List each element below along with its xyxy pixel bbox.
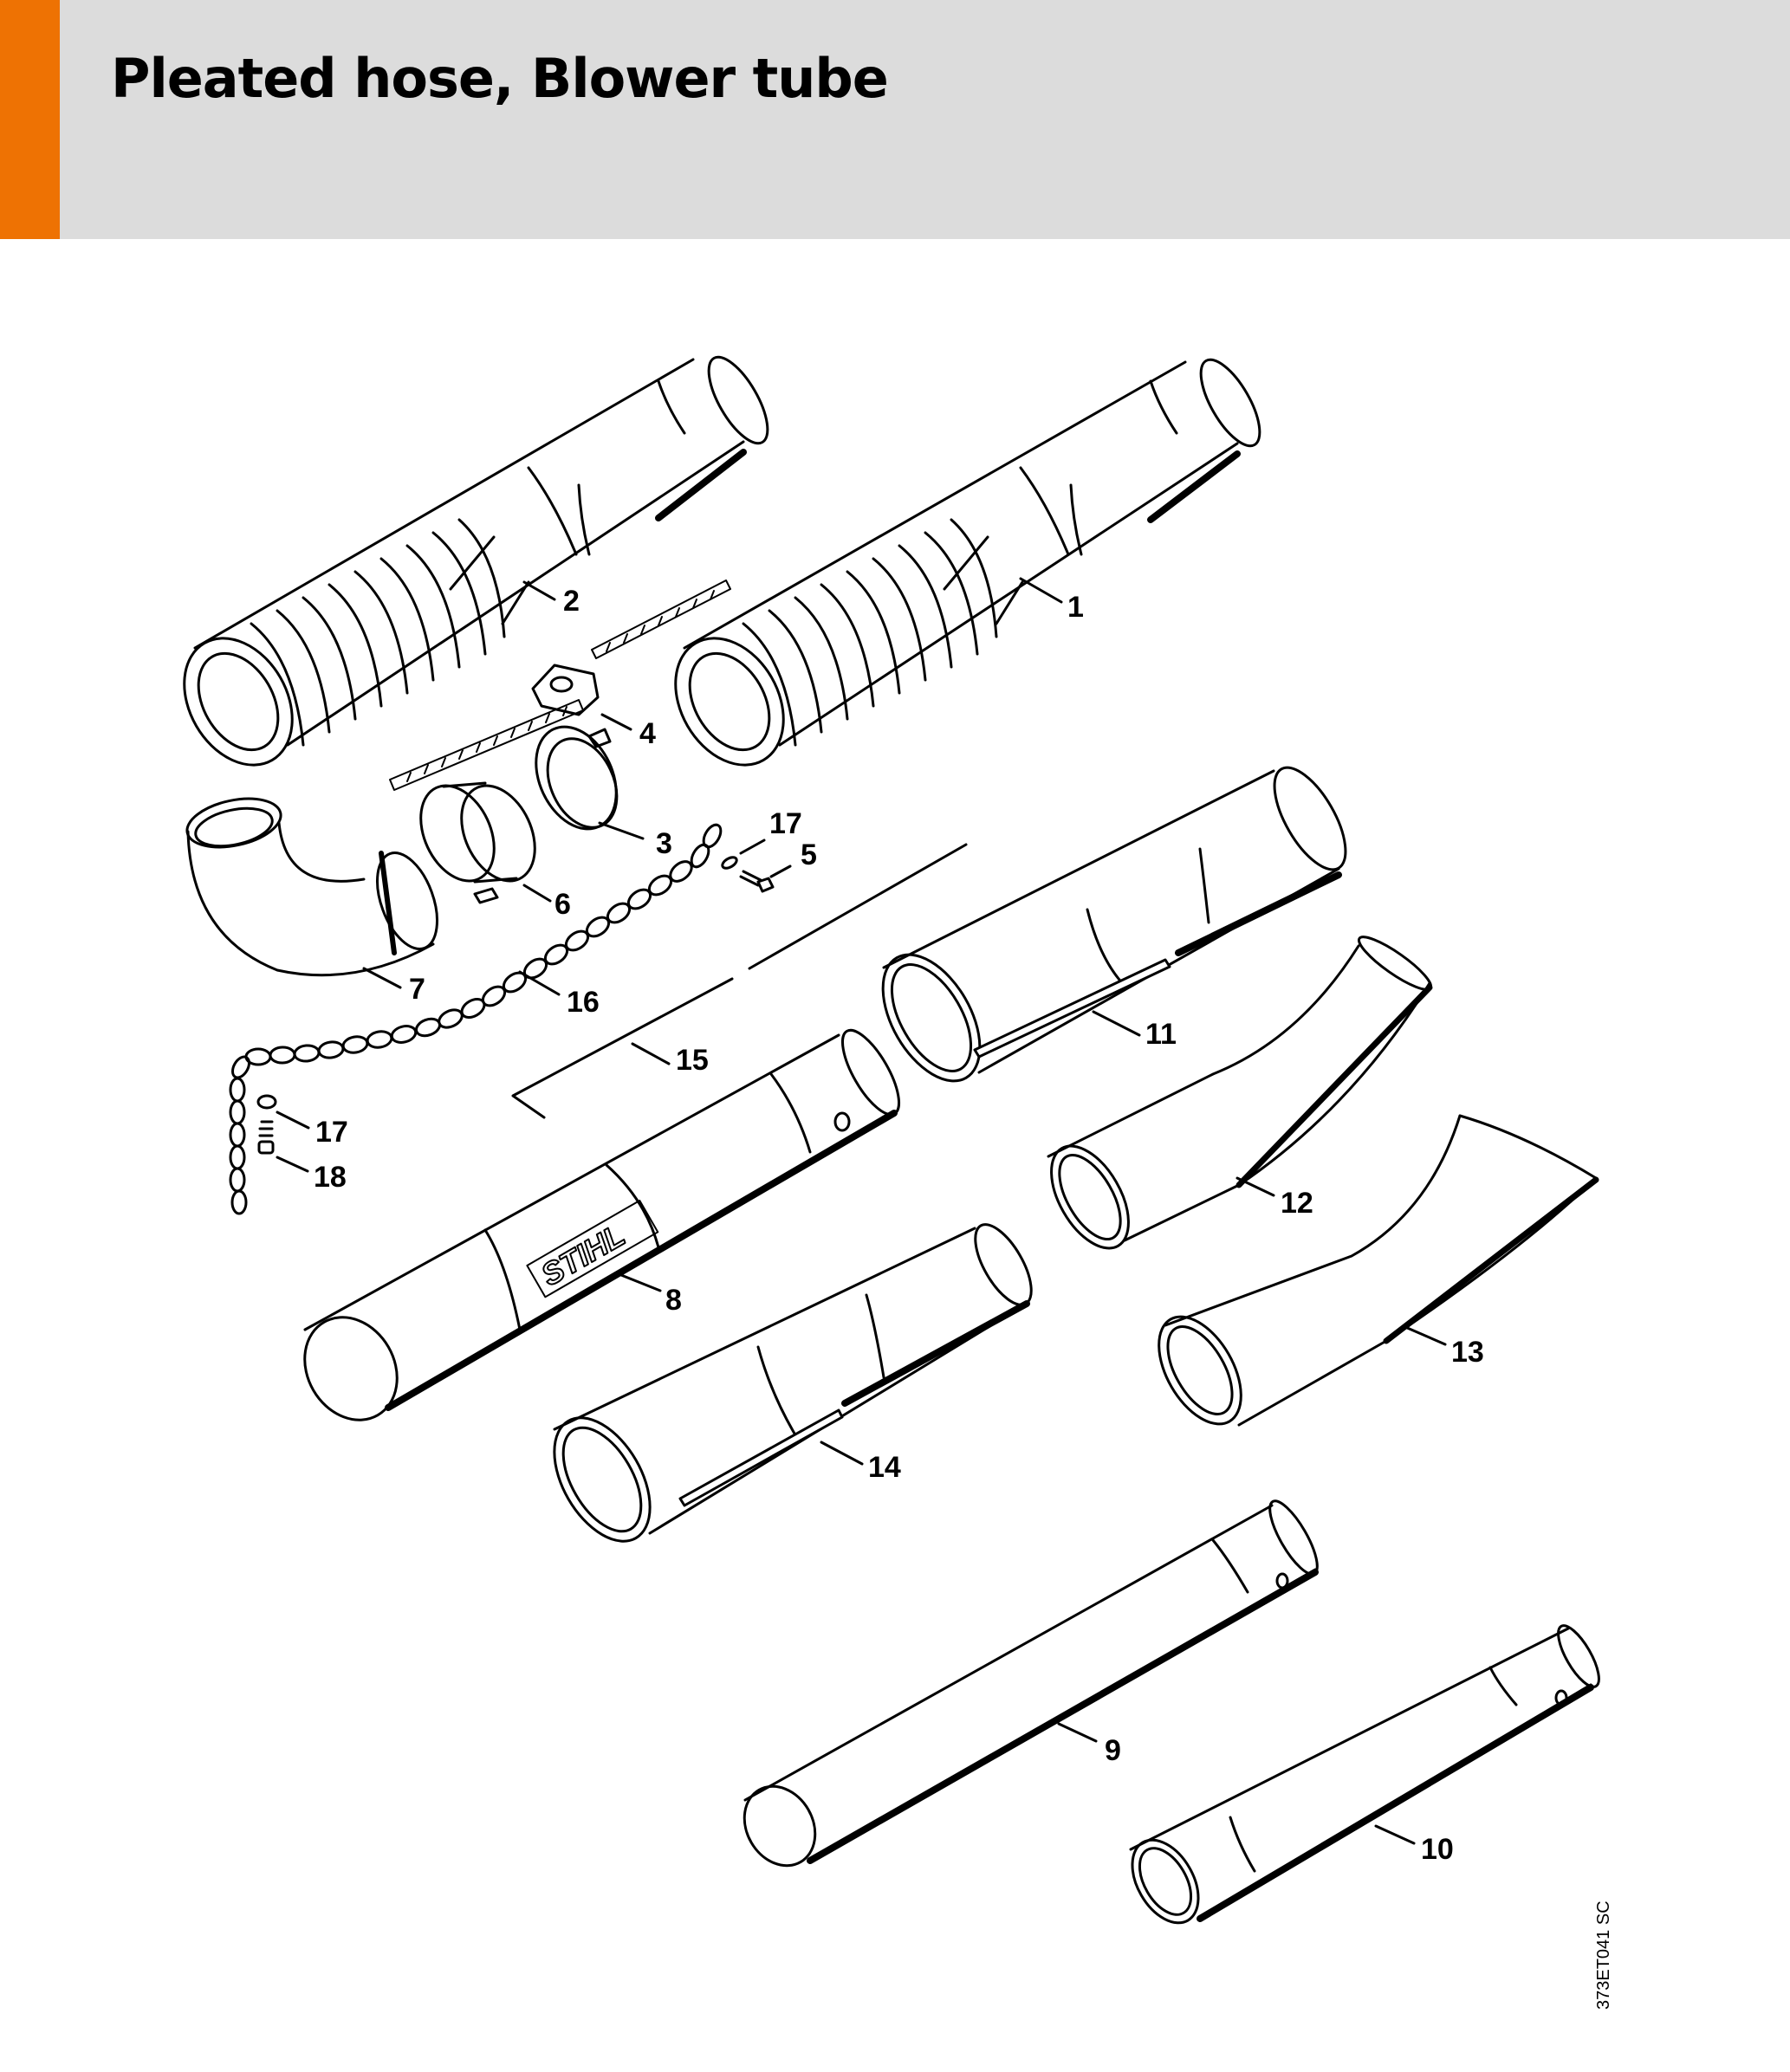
leader-line-5 — [769, 864, 792, 878]
threaded-rods — [389, 580, 731, 791]
callout-8: 8 — [665, 1284, 682, 1317]
leader-line-16 — [518, 970, 561, 996]
header-accent-bar — [0, 0, 60, 239]
leader-line-4 — [600, 713, 632, 731]
part-7-elbow — [185, 797, 438, 977]
callout-5: 5 — [801, 839, 817, 871]
part-6-sleeve — [419, 781, 536, 904]
leader-line-13 — [1404, 1325, 1447, 1346]
leader-line-17b — [276, 1110, 310, 1130]
leader-line-18 — [276, 1156, 309, 1173]
part-17-washer-upper — [721, 856, 738, 870]
leader-line-8 — [615, 1272, 662, 1292]
part-3-hose-clamp — [535, 725, 619, 831]
callout-15: 15 — [676, 1044, 709, 1077]
page-header — [0, 0, 1790, 239]
callout-12: 12 — [1281, 1187, 1313, 1220]
callout-9: 9 — [1105, 1734, 1121, 1767]
part-4-bracket — [531, 664, 600, 716]
callout-18: 18 — [314, 1161, 347, 1194]
callout-17b: 17 — [315, 1116, 348, 1149]
callout-2: 2 — [563, 585, 580, 618]
leader-line-1 — [1019, 577, 1063, 604]
callout-16: 16 — [567, 986, 600, 1019]
leader-line-2 — [522, 580, 556, 601]
leader-line-17a — [739, 839, 766, 855]
part-9-long-tube — [743, 1499, 1319, 1868]
callout-4: 4 — [639, 717, 656, 750]
leader-line-6 — [522, 884, 552, 903]
leader-line-15 — [631, 1042, 671, 1065]
callout-6: 6 — [555, 888, 571, 921]
part-18-screw — [257, 1120, 275, 1155]
page-title: Pleated hose, Blower tube — [111, 47, 889, 110]
leader-line-7 — [362, 967, 402, 989]
leader-line-9 — [1057, 1722, 1098, 1743]
part-16-chain — [229, 823, 723, 1215]
part-12-curved-nozzle — [1047, 936, 1433, 1250]
callout-1: 1 — [1067, 591, 1084, 624]
leader-line-11 — [1092, 1010, 1141, 1037]
leader-line-10 — [1374, 1824, 1416, 1845]
callout-11: 11 — [1145, 1018, 1177, 1051]
part-13-flat-nozzle — [1158, 1114, 1599, 1427]
callout-3: 3 — [656, 827, 672, 860]
callout-14: 14 — [868, 1451, 901, 1484]
callout-13: 13 — [1451, 1336, 1484, 1369]
callout-17a: 17 — [769, 807, 802, 840]
leader-line-3 — [598, 821, 645, 840]
part-17-washer-lower — [256, 1094, 277, 1110]
part-2-pleated-hose — [183, 355, 769, 767]
part-14-tube — [553, 1223, 1033, 1543]
part-8-blower-tube — [303, 1028, 900, 1421]
part-1-pleated-hose — [674, 358, 1261, 767]
part-11-nozzle-tube — [881, 766, 1347, 1083]
part-5-screw — [739, 870, 775, 893]
callout-10: 10 — [1421, 1833, 1454, 1866]
callout-7: 7 — [409, 973, 425, 1006]
drawing-code: 373ET041 SC — [1594, 1900, 1613, 2010]
leader-line-12 — [1235, 1176, 1275, 1197]
part-10-short-tube — [1129, 1624, 1600, 1925]
stihl-logo-text: STIHL — [535, 1217, 632, 1293]
leader-line-14 — [820, 1441, 864, 1466]
part-15-rod — [511, 843, 968, 1119]
